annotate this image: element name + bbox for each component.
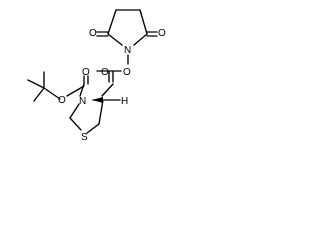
ester-linker <box>96 70 122 97</box>
atom-o-carbonyl-left-ring: O <box>89 28 97 39</box>
atom-h-stereo: H <box>121 96 128 107</box>
boc-group <box>27 71 89 102</box>
bond-ring-c-left-n <box>107 33 123 46</box>
atom-n-thiazolidine: N <box>79 96 86 107</box>
bond-ch2-n <box>69 103 80 119</box>
succinimide-ring <box>96 9 158 65</box>
atom-o-boc-carbonyl: O <box>82 67 90 78</box>
atom-s-thiazolidine: S <box>81 132 88 143</box>
atom-n-succinimide: N <box>124 45 131 56</box>
atom-o-boc-ether: O <box>58 95 66 106</box>
bond-s-ch2 <box>69 117 82 131</box>
bond-o-tbu <box>43 87 61 100</box>
bond-boc-c-o <box>66 85 85 97</box>
atom-o-ester-carbonyl: O <box>101 67 109 78</box>
bond-ch2-s <box>86 123 100 134</box>
thiazolidine-ring <box>69 97 121 134</box>
molecule-drawing: O N O O O N H O O S <box>27 9 166 143</box>
atom-labels: O N O O O N H O O S <box>58 28 166 143</box>
structure-canvas: O N O O O N H O O S <box>0 0 225 158</box>
wedge-bond-stereo <box>92 97 103 103</box>
bond-tbu-methyl-down <box>33 87 45 102</box>
bond-ester-to-ring-carbon <box>101 83 114 97</box>
bond-tbu-methyl-left <box>27 79 45 89</box>
bond-ring-ch2-c-right <box>139 9 148 35</box>
bond-ch-ch2 <box>98 99 104 125</box>
atom-o-ester-bridge: O <box>123 67 131 78</box>
bond-ring-ch2-c-left <box>107 9 117 35</box>
atom-o-carbonyl-right-ring: O <box>158 28 166 39</box>
bond-ring-c-right-n <box>133 33 148 46</box>
